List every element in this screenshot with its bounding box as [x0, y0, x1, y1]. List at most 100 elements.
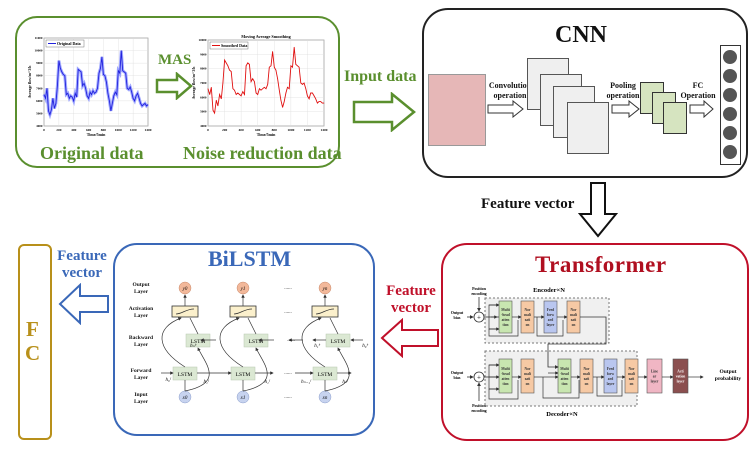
data-point	[207, 88, 209, 90]
decoder-normalization-block-text: zati	[584, 377, 590, 381]
data-point	[272, 51, 273, 52]
data-point	[79, 70, 80, 71]
data-point	[97, 87, 98, 89]
output-node-label: yn	[322, 287, 328, 292]
neuron-icon	[723, 88, 737, 102]
input-feature-block	[428, 74, 486, 146]
chart-title: Moving Average Smoothing	[241, 34, 291, 39]
input-layer-label: Input	[134, 392, 147, 398]
input-data-label: Input data	[344, 68, 417, 85]
data-point	[85, 87, 86, 89]
backward-lstm-label: LSTM	[191, 339, 206, 345]
data-point	[112, 103, 113, 104]
data-point	[292, 66, 293, 68]
data-point	[95, 91, 97, 93]
feature-vector-blue-label: Feature vector	[53, 248, 111, 282]
residual-connection	[488, 380, 519, 400]
multi-head-attention-block-text: tion	[503, 323, 509, 327]
decoder-feed-forward-block-text: Feed	[607, 367, 614, 371]
activation-layer-block	[672, 358, 689, 394]
data-point	[237, 92, 239, 94]
pooling-label: Pooling operation	[606, 81, 640, 101]
y-tick-label: 7000	[36, 86, 43, 90]
data-point	[244, 94, 245, 95]
decoder-normalization-block	[624, 358, 639, 394]
data-point	[302, 84, 303, 85]
data-point	[60, 67, 61, 69]
decoder-feed-forward-block	[603, 358, 618, 394]
decoder-normalization-block-text: zati	[525, 377, 531, 381]
data-point	[219, 94, 220, 95]
data-point	[119, 72, 121, 74]
data-point	[317, 102, 318, 104]
decoder-multi-head-attention-block-text: Multi	[501, 367, 510, 371]
data-point	[217, 105, 219, 107]
data-point	[122, 70, 124, 71]
x-tick-label: 1000	[115, 128, 122, 132]
y-tick-label: 10000	[35, 49, 43, 53]
backward-layer-label: Backward	[129, 335, 153, 341]
data-point	[212, 109, 214, 111]
input-to-backward	[242, 347, 268, 392]
data-point	[74, 93, 76, 94]
data-point	[61, 71, 63, 73]
backward-to-activation	[247, 317, 257, 335]
data-point	[116, 94, 118, 95]
decoder-multi-head-attention-block-text: -head	[501, 372, 510, 376]
decoder-normalization-block-text: zati	[629, 377, 635, 381]
feature-vector-red-label: Feature vector	[383, 283, 439, 317]
data-point	[132, 98, 134, 99]
legend-label: Original Data	[57, 41, 81, 46]
data-point	[224, 59, 225, 61]
ellipsis: ......	[284, 310, 292, 315]
x-tick-label: 200	[222, 128, 228, 132]
decoder-normalization-block-text: Nor	[525, 367, 531, 371]
forward-to-activation	[161, 317, 186, 368]
pooling-arrow-icon	[611, 100, 640, 118]
y-tick-label: 5000	[200, 110, 207, 114]
data-point	[277, 78, 278, 79]
data-point	[229, 69, 230, 71]
data-point	[285, 92, 287, 94]
data-point	[305, 88, 307, 90]
x-tick-label: 400	[239, 128, 245, 132]
multi-head-attention-block	[498, 300, 513, 334]
x-axis-label: Time/5min	[257, 132, 276, 137]
neuron-icon	[723, 50, 737, 64]
output-node-label: y0	[182, 287, 188, 292]
ellipsis: ......	[284, 371, 292, 376]
mas-label: MAS	[158, 52, 192, 68]
neuron-icon	[723, 145, 737, 159]
decoder-multi-head-attention-block-text: atten	[502, 377, 510, 381]
data-point	[140, 103, 141, 104]
x-tick-label: 800	[101, 128, 107, 132]
data-point	[91, 94, 92, 95]
fc-block	[18, 244, 52, 440]
data-point	[80, 71, 82, 73]
data-point	[52, 98, 54, 99]
hidden-state-label: hₙ₋₁ᶠ	[301, 379, 312, 385]
data-point	[282, 107, 283, 108]
legend	[45, 39, 85, 48]
data-point	[222, 82, 224, 84]
data-point	[135, 95, 137, 97]
decoder-normalization-block-text: Nor	[584, 367, 590, 371]
y-tick-label: 5000	[36, 111, 43, 115]
data-point	[67, 93, 69, 94]
decoder-normalization-block-text: mali	[628, 372, 635, 376]
decoder-normalization-block-text: mali	[583, 372, 590, 376]
hidden-state-label: hₙᵇ	[190, 343, 196, 349]
y-tick-label: 8000	[200, 67, 207, 71]
data-point	[83, 82, 85, 84]
data-point	[278, 89, 280, 91]
decoder-output-bias-label-2: bias	[454, 375, 461, 380]
data-point	[86, 95, 88, 97]
activation-layer-block-text: Acti	[677, 370, 683, 374]
output-layer-label-2: Layer	[134, 289, 149, 295]
linear-layer-block-text: ar	[653, 375, 657, 379]
original-data-label: Original data	[40, 143, 144, 163]
data-point	[51, 109, 52, 110]
data-point	[117, 70, 119, 71]
